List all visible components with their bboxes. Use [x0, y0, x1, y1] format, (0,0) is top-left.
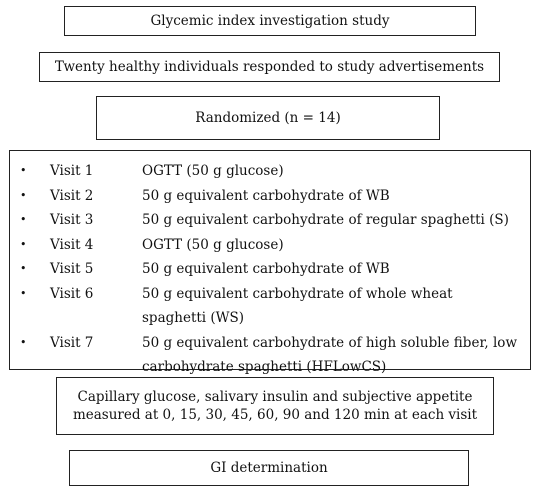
visit-label: Visit 4	[50, 236, 94, 253]
visit-description: OGTT (50 g glucose)	[142, 236, 284, 253]
visit-item: • Visit 7 50 g equivalent carbohydrate of …	[10, 331, 530, 380]
gi-determination-box: GI determination	[69, 450, 469, 486]
bullet-icon: •	[20, 213, 27, 226]
visit-label: Visit 1	[50, 163, 94, 179]
visit-item: • Visit 5 50 g equivalent carbohydrate of …	[10, 257, 530, 282]
visit-item: • Visit 4 OGTT (50 g glucose)	[10, 233, 530, 258]
visit-description: 50 g equivalent carbohydrate of WB	[142, 187, 390, 204]
gi-determination-text: GI determination	[210, 459, 328, 476]
visit-label: Visit 2	[50, 187, 94, 204]
visit-description: 50 g equivalent carbohydrate of regular …	[142, 212, 509, 228]
bullet-icon: •	[20, 164, 27, 177]
study-title-text: Glycemic index investigation study	[150, 12, 390, 29]
visit-description: 50 g equivalent carbohydrate of whole wh…	[142, 285, 453, 327]
visits-box: • Visit 1 OGTT (50 g glucose) • Visit 2 50 g …	[9, 150, 531, 375]
bullet-icon: •	[20, 188, 27, 202]
visit-label: Visit 6	[50, 285, 94, 302]
study-title-box: Glycemic index investigation study	[64, 6, 476, 36]
recruitment-text: Twenty healthy individuals responded to …	[54, 58, 485, 75]
visit-item: • Visit 3 50 g equivalent carbohydrate of …	[10, 208, 530, 233]
visit-label: Visit 3	[50, 212, 94, 228]
visit-list: • Visit 1 OGTT (50 g glucose) • Visit 2 50 g …	[10, 159, 530, 380]
measurement-box: Capillary glucose, salivary insulin and …	[56, 377, 494, 435]
visit-description: OGTT (50 g glucose)	[142, 163, 284, 179]
visit-item: • Visit 6 50 g equivalent carbohydrate of …	[10, 282, 530, 331]
bullet-icon: •	[20, 335, 27, 349]
recruitment-box: Twenty healthy individuals responded to …	[39, 52, 500, 82]
visit-item: • Visit 2 50 g equivalent carbohydrate of …	[10, 184, 530, 209]
bullet-icon: •	[20, 286, 27, 300]
visit-item: • Visit 1 OGTT (50 g glucose)	[10, 159, 530, 184]
randomized-text: Randomized (n = 14)	[195, 109, 341, 126]
visit-label: Visit 5	[50, 261, 94, 277]
visit-description: 50 g equivalent carbohydrate of high sol…	[142, 334, 517, 376]
measurement-text: Capillary glucose, salivary insulin and …	[72, 388, 478, 423]
bullet-icon: •	[20, 262, 27, 275]
visit-description: 50 g equivalent carbohydrate of WB	[142, 261, 390, 277]
bullet-icon: •	[20, 237, 27, 251]
visit-label: Visit 7	[50, 334, 94, 351]
randomized-box: Randomized (n = 14)	[96, 96, 440, 140]
